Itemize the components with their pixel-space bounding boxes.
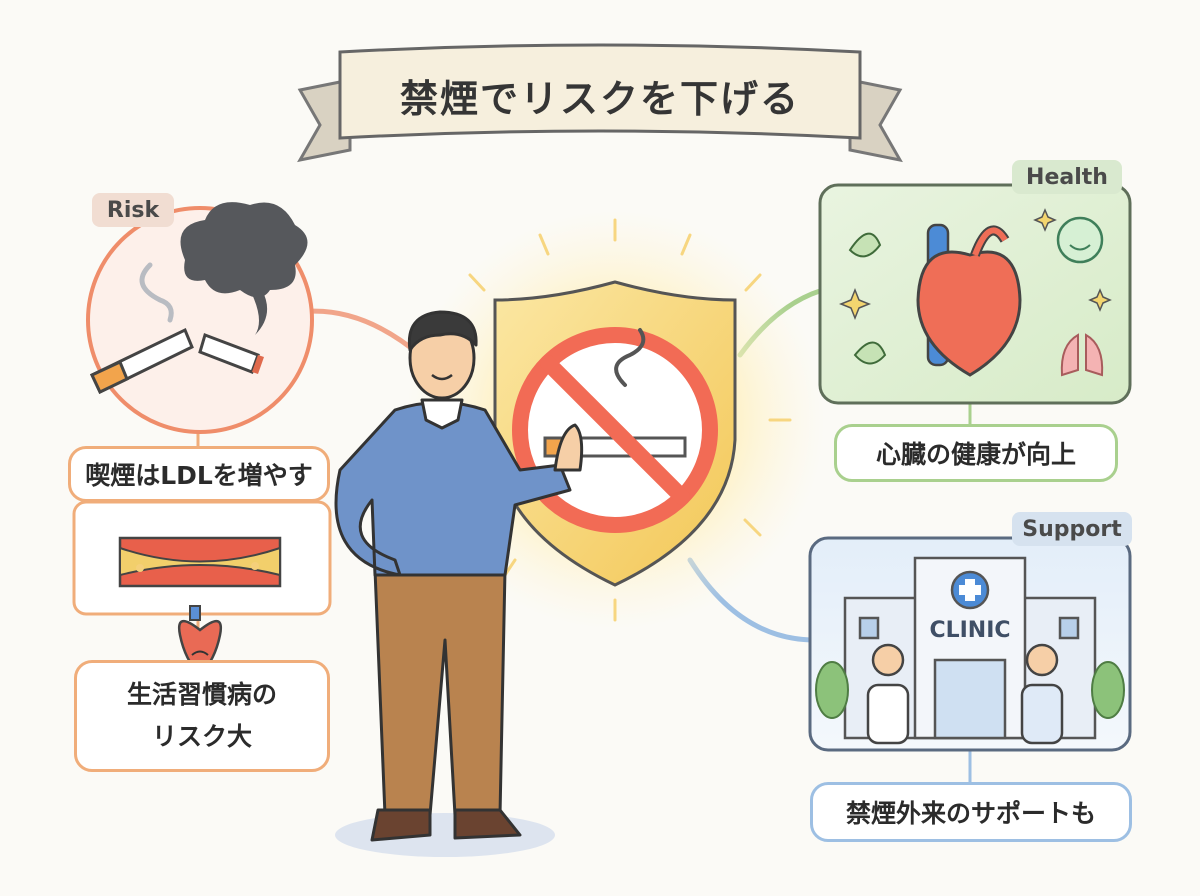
person-icon bbox=[334, 310, 584, 857]
smoking-ldl-caption: 喫煙はLDLを増やす bbox=[68, 446, 330, 502]
sparkle-icon bbox=[838, 208, 1112, 321]
health-panel bbox=[818, 183, 1132, 405]
artery-panel bbox=[72, 500, 332, 677]
title-ribbon bbox=[297, 43, 903, 163]
lifestyle-disease-caption: 生活習慣病の リスク大 bbox=[74, 660, 330, 772]
support-tag: Support bbox=[1012, 512, 1132, 546]
nurse-icon bbox=[1020, 643, 1064, 745]
page-title: 禁煙でリスクを下げる bbox=[399, 76, 800, 121]
heart-health-caption: 心臓の健康が向上 bbox=[834, 424, 1118, 482]
broken-cigarette-icon bbox=[90, 327, 264, 395]
risk-circle bbox=[86, 202, 314, 434]
leaf-icon bbox=[848, 232, 887, 365]
clinic-sign: CLINIC bbox=[929, 617, 1011, 643]
no-smoking-icon bbox=[512, 327, 718, 533]
smoke-cloud-icon bbox=[180, 202, 308, 335]
support-panel bbox=[808, 536, 1132, 752]
tree-icon bbox=[815, 661, 1125, 719]
risk-tag: Risk bbox=[92, 193, 174, 227]
hospital-icon bbox=[843, 556, 1097, 740]
healthy-heart-icon bbox=[916, 223, 1022, 377]
artery-plaque-icon bbox=[118, 536, 282, 588]
lungs-icon bbox=[1060, 333, 1104, 377]
doctor-icon bbox=[866, 643, 910, 745]
cessation-support-caption: 禁煙外来のサポートも bbox=[810, 782, 1132, 842]
smile-bubble-icon bbox=[1056, 216, 1104, 264]
health-tag: Health bbox=[1012, 160, 1122, 194]
